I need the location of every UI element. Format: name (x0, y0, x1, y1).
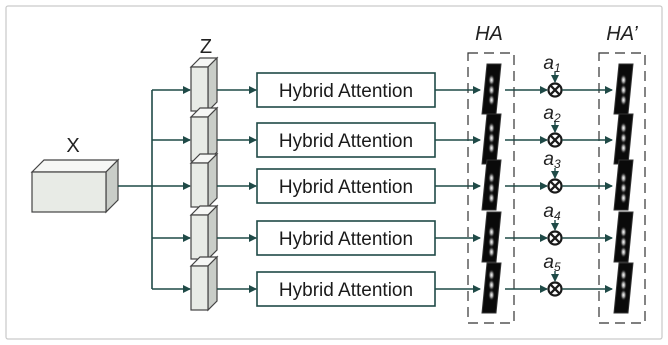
input-cube (30, 158, 120, 214)
ha-prime-group-box (598, 52, 646, 324)
feature-cube (189, 106, 219, 163)
weight-label: a3 (543, 149, 561, 171)
ha-prime-map (613, 113, 634, 165)
row-5: Hybrid Attention a5 (152, 252, 634, 314)
ha-map (481, 262, 502, 314)
ha-prime-map (613, 159, 634, 211)
ha-prime-label: HA’ (606, 23, 638, 45)
hybrid-attention-label: Hybrid Attention (279, 81, 413, 102)
ha-prime-map (613, 262, 634, 314)
ha-map (481, 211, 502, 263)
multiply-node (547, 281, 563, 297)
ha-prime-map (613, 63, 634, 115)
weight-label: a1 (543, 53, 560, 75)
hybrid-attention-box (256, 168, 436, 204)
multiply-node (547, 82, 563, 98)
ha-label: HA (475, 23, 503, 45)
row-1: Hybrid Attention a1 (152, 53, 634, 115)
multiply-node (547, 230, 563, 246)
row-3: Hybrid Attention a3 (152, 149, 634, 211)
hybrid-attention-box (256, 220, 436, 256)
hybrid-attention-label: Hybrid Attention (279, 229, 413, 250)
weight-label: a4 (543, 201, 561, 223)
input-label: X (66, 135, 79, 157)
feature-cube (189, 56, 219, 113)
feature-cube (189, 255, 219, 312)
ha-prime-map (613, 211, 634, 263)
multiply-node (547, 132, 563, 148)
row-4: Hybrid Attention a4 (152, 201, 634, 263)
multiply-node (547, 178, 563, 194)
hybrid-attention-box (256, 271, 436, 307)
hybrid-attention-label: Hybrid Attention (279, 131, 413, 152)
weight-label: a5 (543, 252, 561, 274)
feature-cube (189, 152, 219, 209)
feature-cube (189, 204, 219, 261)
branch-trunk (118, 90, 153, 289)
hybrid-attention-label: Hybrid Attention (279, 177, 413, 198)
ha-map (481, 159, 502, 211)
hybrid-attention-box (256, 72, 436, 108)
ha-map (481, 63, 502, 115)
weight-label: a2 (543, 103, 561, 125)
ha-group-box (467, 52, 515, 324)
ha-map (481, 113, 502, 165)
row-2: Hybrid Attention a2 (152, 103, 634, 165)
feature-label: Z (200, 36, 212, 58)
hybrid-attention-label: Hybrid Attention (279, 280, 413, 301)
